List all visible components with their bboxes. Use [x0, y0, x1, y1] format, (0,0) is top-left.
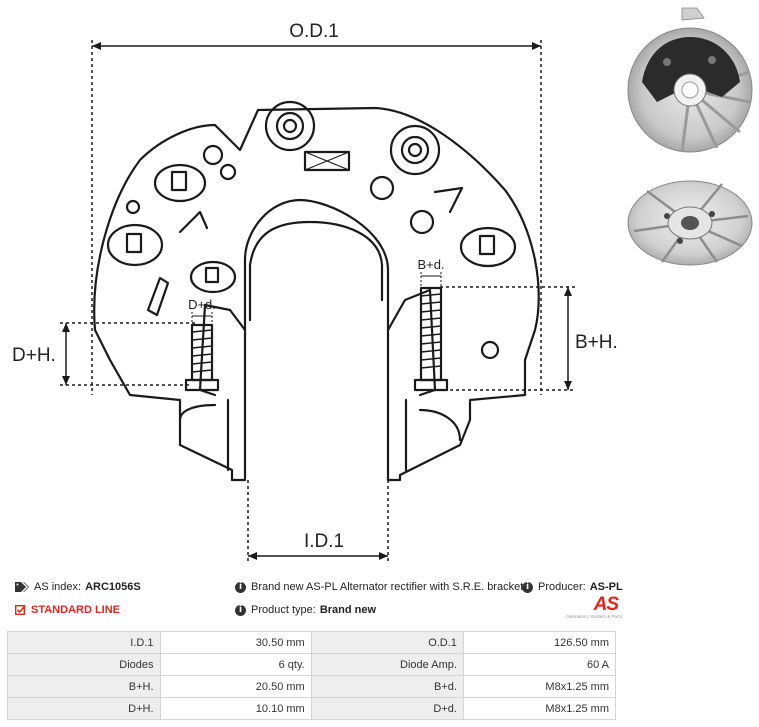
spec-label: Diodes [7, 653, 161, 676]
checkbox-icon [15, 605, 26, 615]
tags-icon [15, 582, 29, 592]
standard-line: STANDARD LINE [15, 604, 120, 616]
spec-value: 20.50 mm [159, 675, 312, 698]
bd-label: B+d. [417, 257, 444, 272]
product-type-label: Product type: [251, 604, 316, 616]
info-icon: i [235, 581, 246, 593]
spec-label: B+d. [310, 675, 464, 698]
spec-label: O.D.1 [310, 631, 464, 654]
spec-value: M8x1.25 mm [462, 697, 617, 720]
standard-line-label: STANDARD LINE [31, 604, 121, 616]
id-label: I.D.1 [304, 531, 344, 552]
spec-label: B+H. [7, 675, 161, 698]
rectifier-outline [93, 106, 540, 482]
bh-label: B+H. [575, 332, 618, 353]
logo-brand: AS [593, 594, 619, 615]
info-icon: i [235, 604, 246, 616]
as-index-value: ARC1056S [85, 581, 141, 593]
spec-label: D+H. [7, 697, 161, 720]
as-index-label: AS index: [34, 581, 82, 593]
description-text: Brand new AS-PL Alternator rectifier wit… [251, 581, 524, 593]
right-bolt [413, 286, 449, 392]
spec-value: 60 A [462, 653, 617, 676]
spec-value: 126.50 mm [462, 631, 617, 654]
od-label: O.D.1 [289, 21, 339, 42]
spec-value: M8x1.25 mm [462, 675, 617, 698]
as-pl-logo: AS Alternators, Starters & Parts [566, 594, 623, 619]
dd-label: D+d. [188, 297, 216, 312]
product-photo-bottom [627, 180, 753, 266]
spec-value: 30.50 mm [159, 631, 312, 654]
product-type: i Product type: Brand new [235, 604, 376, 616]
product-type-value: Brand new [319, 604, 377, 616]
producer-label: Producer: [538, 581, 586, 593]
logo-tagline: Alternators, Starters & Parts [566, 614, 623, 619]
center-bore [248, 220, 384, 302]
as-index: AS index: ARC1056S [15, 581, 141, 593]
description: i Brand new AS-PL Alternator rectifier w… [235, 581, 523, 593]
producer-value: AS-PL [589, 581, 623, 593]
rectifier-drawing: O.D.1 I.D.1 D+H. B+H. D+d. B+d. [12, 21, 618, 562]
producer: i Producer: AS-PL [522, 581, 623, 593]
spec-label: D+d. [310, 697, 464, 720]
spec-label: Diode Amp. [310, 653, 464, 676]
spec-label: I.D.1 [7, 631, 161, 654]
info-icon: i [522, 581, 533, 593]
dh-label: D+H. [12, 345, 56, 366]
spec-value: 10.10 mm [159, 697, 312, 720]
product-photo-top [627, 7, 753, 153]
spec-value: 6 qty. [159, 653, 312, 676]
